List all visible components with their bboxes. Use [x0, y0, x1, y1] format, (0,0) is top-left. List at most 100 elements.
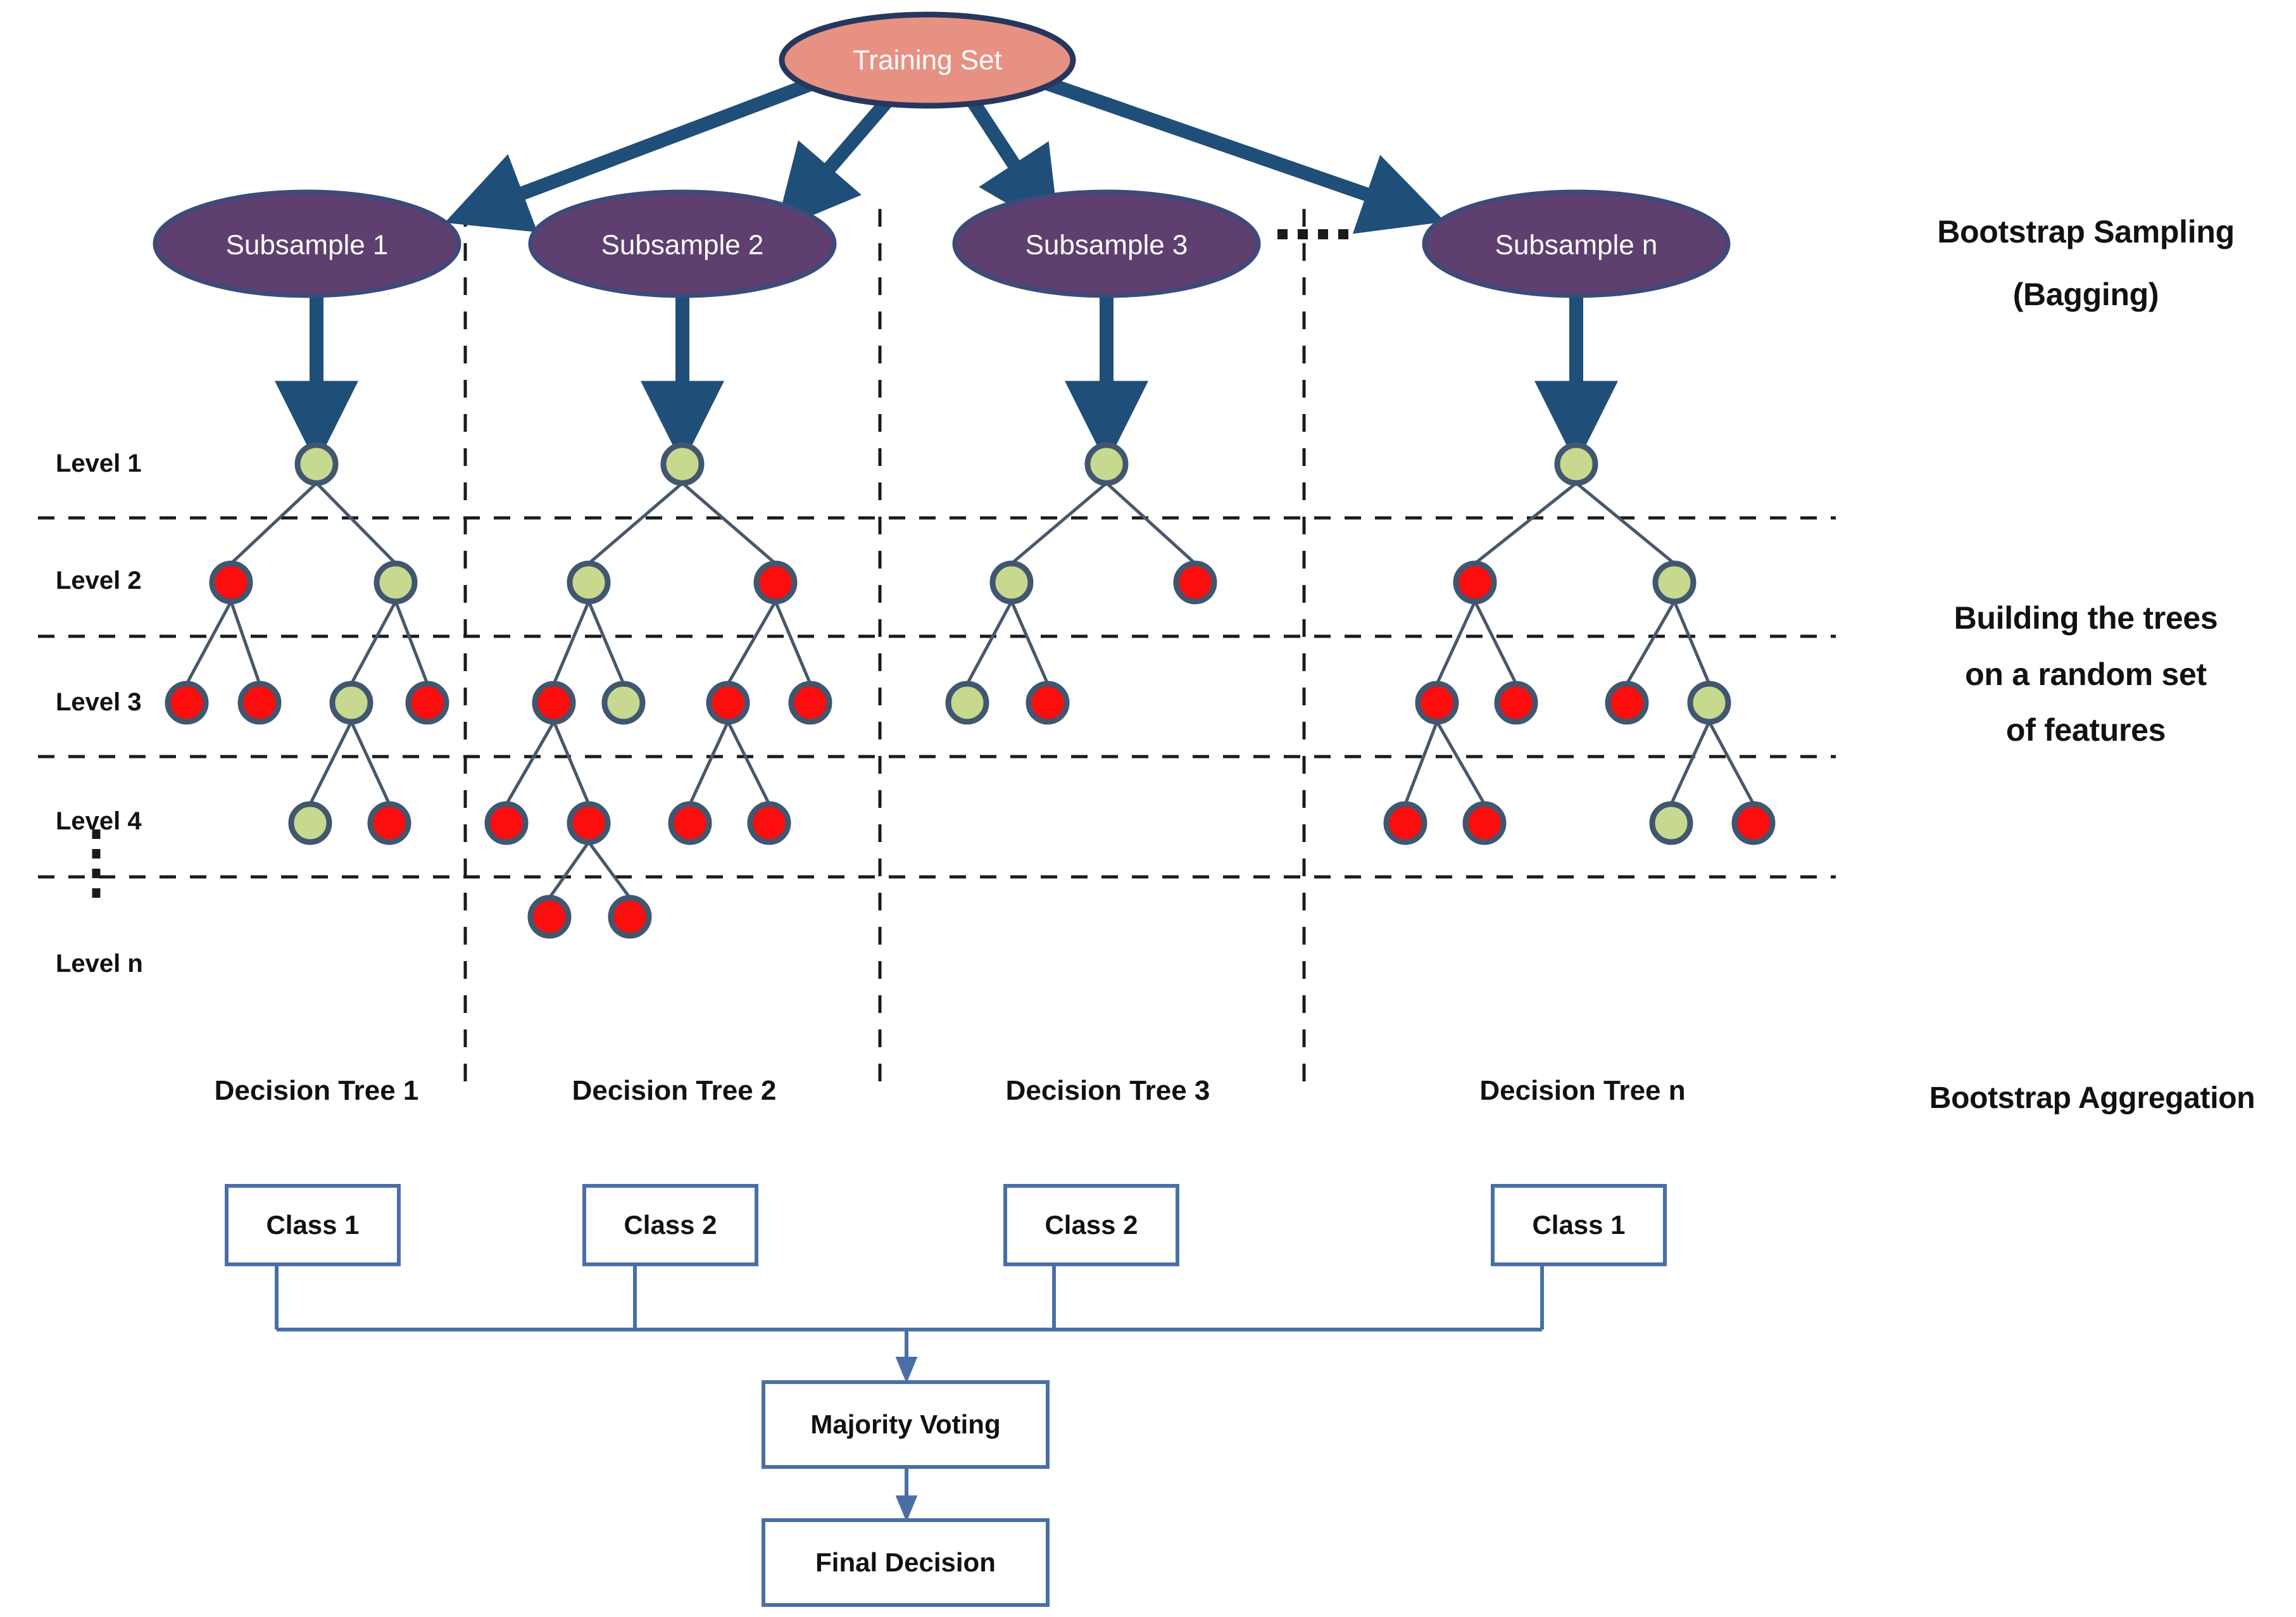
arrow-to-subsample-3: [962, 91, 1060, 234]
tree-edge: [726, 600, 777, 685]
tree-edge: [1435, 600, 1477, 685]
tree-node-red[interactable]: [1383, 801, 1427, 845]
tree-edge: [1669, 720, 1711, 805]
tree-node-red[interactable]: [1453, 560, 1497, 605]
tree-node-green[interactable]: [294, 442, 339, 486]
tree-node-red[interactable]: [668, 801, 712, 845]
subsample-to-tree-arrows: [275, 298, 1618, 465]
tree-node-green[interactable]: [660, 442, 705, 486]
final-decision-label: Final Decision: [815, 1547, 996, 1577]
tree-edges: [505, 482, 812, 899]
tree-edge: [1105, 482, 1196, 565]
tree-node-green[interactable]: [288, 801, 332, 845]
aggregation-connectors: [275, 1266, 1544, 1522]
tree-node-red[interactable]: [788, 681, 832, 725]
tree-edge: [1672, 601, 1711, 684]
building-line-1: Building the trees: [1954, 600, 2218, 636]
building-line-2: on a random set: [1965, 656, 2207, 692]
tree-node-red[interactable]: [532, 681, 576, 725]
decision-tree-1: [165, 442, 449, 845]
class-box-n[interactable]: Class 1: [1491, 1184, 1667, 1266]
tree-node-red[interactable]: [1173, 560, 1217, 605]
arrow-to-subsample-n: [1023, 69, 1446, 234]
tree-edge: [587, 601, 625, 684]
subsample-3-label: Subsample 3: [1026, 230, 1188, 261]
tree-node-red[interactable]: [1415, 681, 1459, 725]
tree-edge: [1707, 720, 1755, 805]
bagging-line-2: (Bagging): [2012, 276, 2159, 312]
tree-node-green[interactable]: [945, 681, 989, 725]
tree-node-red[interactable]: [405, 681, 449, 725]
bagging-arrows: [444, 69, 1446, 234]
tree-node-red[interactable]: [484, 801, 529, 845]
tree-edge: [587, 841, 632, 899]
tree-node-green[interactable]: [1084, 442, 1129, 486]
tree-node-green[interactable]: [373, 560, 418, 605]
tree-node-red[interactable]: [753, 560, 798, 605]
tree-edge: [1010, 600, 1050, 685]
training-set-node[interactable]: Training Set: [779, 11, 1076, 109]
tree-edge: [1403, 721, 1439, 805]
training-set-label: Training Set: [853, 45, 1002, 76]
decision-tree-2: [484, 442, 832, 939]
tree-edge: [681, 482, 777, 565]
tree-node-green[interactable]: [329, 681, 373, 725]
tree-node-green[interactable]: [601, 681, 646, 725]
tree-node-red[interactable]: [367, 801, 411, 845]
tree-node-red[interactable]: [1731, 801, 1776, 845]
column-dividers: [463, 209, 1306, 1089]
tree-node-green[interactable]: [1649, 801, 1693, 845]
class-box-3[interactable]: Class 2: [1003, 1184, 1179, 1266]
level-dividers: [38, 516, 1836, 879]
arrow-to-subsample-2: [775, 90, 898, 231]
final-decision-box[interactable]: Final Decision: [762, 1518, 1050, 1607]
level-label-n: Level n: [56, 950, 143, 978]
subsample-node-2[interactable]: Subsample 2: [528, 189, 837, 298]
bagging-section-label: Bootstrap Sampling (Bagging): [1893, 209, 2279, 317]
tree-node-red[interactable]: [608, 895, 652, 939]
level-label-3: Level 3: [56, 688, 142, 716]
decision-tree-3: [945, 442, 1217, 725]
subsample-node-n[interactable]: Subsample n: [1422, 189, 1731, 298]
tree-node-red[interactable]: [165, 681, 209, 725]
tree-node-red[interactable]: [706, 681, 750, 725]
tree-edges: [1403, 482, 1755, 805]
tree-node-red[interactable]: [527, 895, 572, 939]
tree-edge: [308, 720, 353, 805]
decision-tree-4: [1383, 442, 1776, 845]
tree-node-red[interactable]: [567, 801, 611, 845]
tree-edge: [774, 601, 812, 684]
tree-node-green[interactable]: [567, 560, 611, 605]
decision-tree-label-1: Decision Tree 1: [214, 1075, 419, 1106]
class-box-2[interactable]: Class 2: [582, 1184, 758, 1266]
subsample-node-3[interactable]: Subsample 3: [952, 189, 1261, 298]
tree-node-green[interactable]: [1652, 560, 1697, 605]
class-box-2-label: Class 2: [624, 1210, 717, 1240]
tree-edge: [315, 482, 397, 565]
tree-node-red[interactable]: [1605, 681, 1649, 725]
majority-voting-box[interactable]: Majority Voting: [762, 1380, 1050, 1469]
aggregation-section-label: Bootstrap Aggregation: [1929, 1081, 2255, 1115]
tree-edge: [230, 482, 318, 565]
class-box-3-label: Class 2: [1044, 1210, 1138, 1240]
tree-node-green[interactable]: [1554, 442, 1598, 486]
building-trees-section-label: Building the trees on a random set of fe…: [1893, 595, 2279, 753]
tree-node-red[interactable]: [1462, 801, 1507, 845]
tree-node-red[interactable]: [209, 560, 253, 605]
tree-node-green[interactable]: [1687, 681, 1731, 725]
tree-edge: [1474, 482, 1578, 565]
tree-node-red[interactable]: [1494, 681, 1538, 725]
subsample-node-1[interactable]: Subsample 1: [153, 189, 461, 298]
class-box-1[interactable]: Class 1: [225, 1184, 401, 1266]
tree-edge: [552, 721, 591, 805]
tree-node-red[interactable]: [1026, 681, 1070, 725]
tree-edge: [1473, 600, 1518, 685]
tree-node-red[interactable]: [747, 801, 791, 845]
tree-node-red[interactable]: [237, 681, 282, 725]
tree-node-green[interactable]: [989, 560, 1034, 605]
tree-edge: [349, 600, 398, 685]
decision-trees-layer: [165, 442, 1776, 939]
class-box-1-label: Class 1: [266, 1210, 360, 1240]
